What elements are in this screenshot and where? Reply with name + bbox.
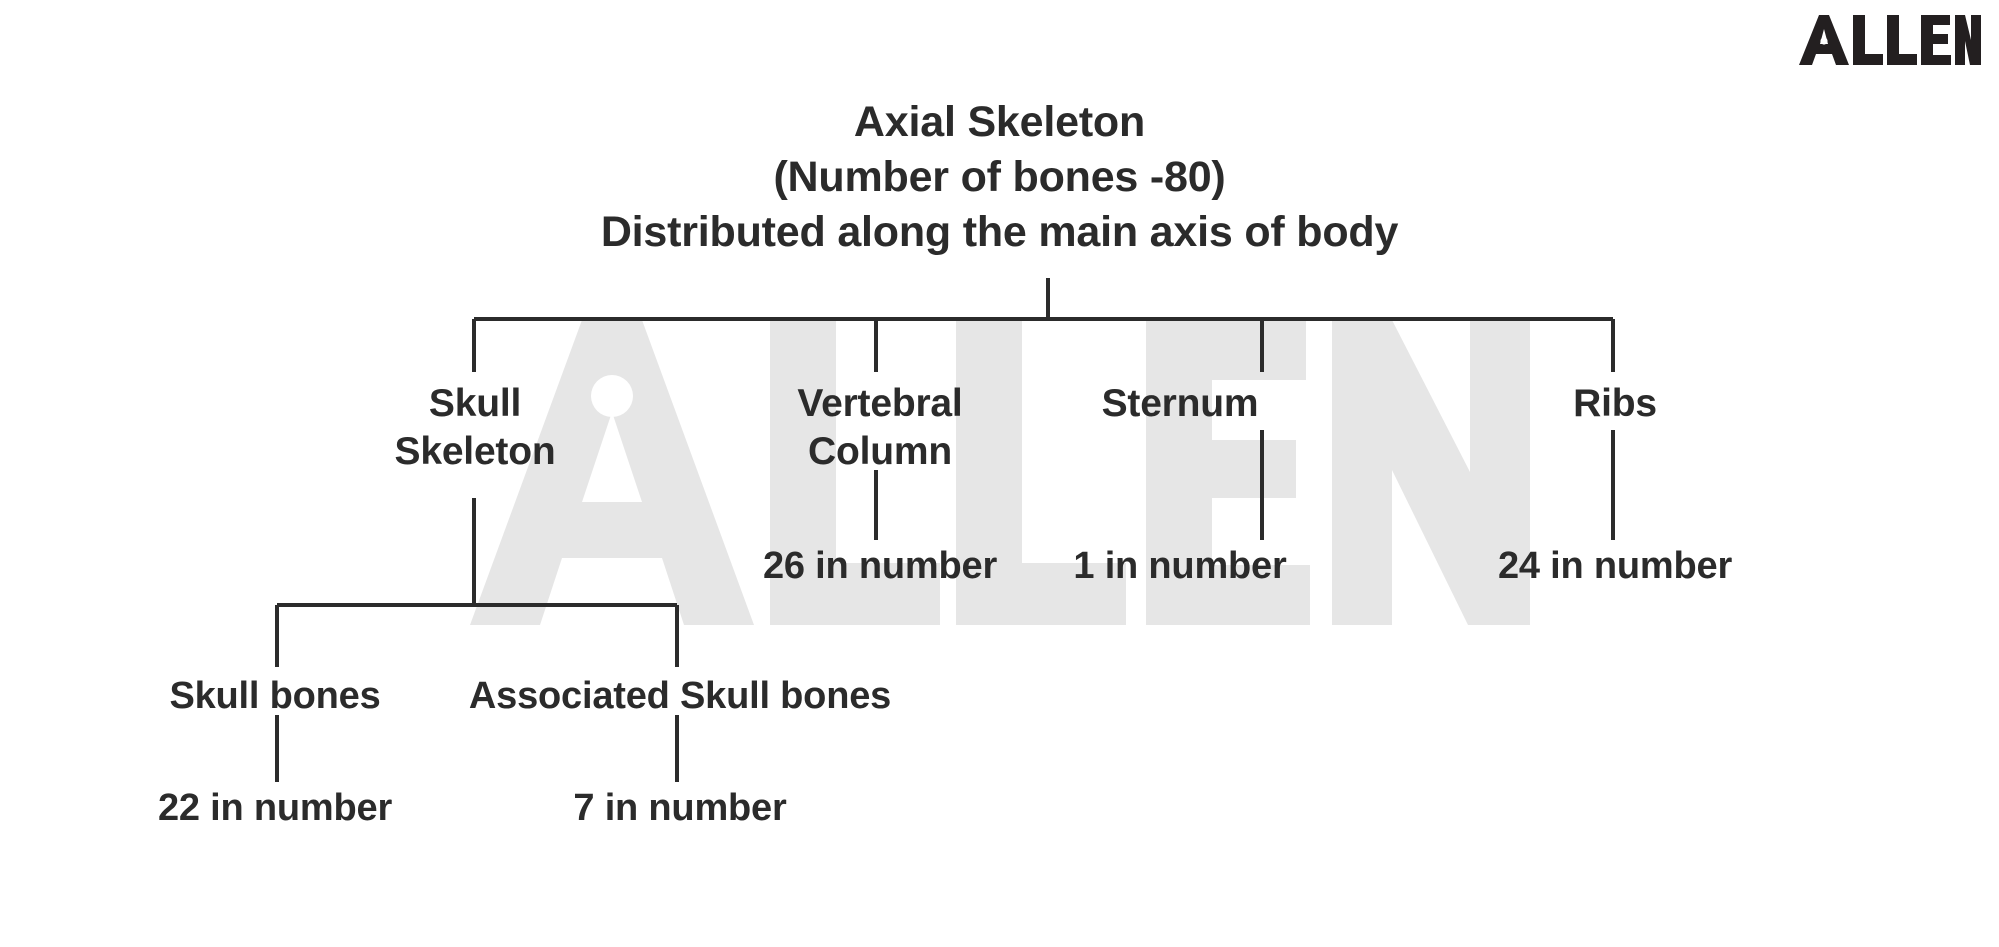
- sub-branch-label-skull-bones: Skull bones: [169, 675, 381, 717]
- root-node-title: Axial Skeleton (Number of bones -80) Dis…: [600, 98, 1399, 257]
- count-label-ribs: 24 in number: [1497, 545, 1733, 587]
- count-label-sternum: 1 in number: [1073, 545, 1287, 587]
- count-label-vertebral-column: 26 in number: [762, 545, 998, 587]
- branch-label-vertebral-column: Vertebral Column: [797, 382, 963, 473]
- count-label-associated-skull-bones: 7 in number: [573, 787, 787, 829]
- branch-label-ribs: Ribs: [1573, 382, 1657, 425]
- sub-branch-label-associated-skull-bones: Associated Skull bones: [468, 675, 892, 717]
- branch-label-skull-skeleton: Skull Skeleton: [394, 382, 556, 473]
- count-label-skull-bones: 22 in number: [157, 787, 393, 829]
- branch-label-sternum: Sternum: [1101, 382, 1259, 425]
- allen-logo: [1799, 14, 1981, 66]
